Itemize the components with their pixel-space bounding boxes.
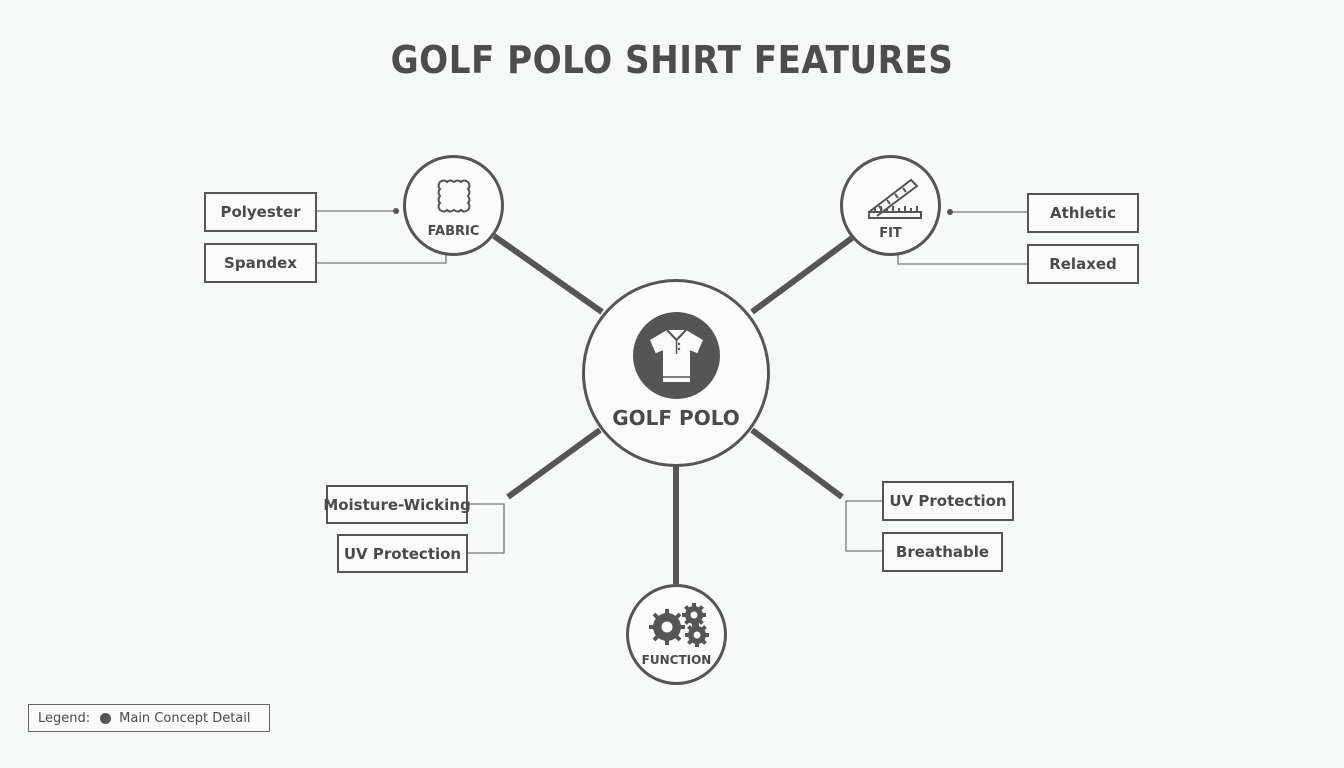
center-node: GOLF POLO [582,279,770,467]
connector-moisture [467,503,505,554]
spoke-fabric [492,233,604,315]
center-label: GOLF POLO [612,406,740,430]
detail-uv-protection-left: UV Protection [337,534,468,573]
spoke-fit [750,235,854,315]
spoke-function-left [506,427,602,500]
spoke-function-right [750,427,844,500]
legend-text: Main Concept Detail [119,710,251,726]
ruler-icon [868,178,922,219]
detail-breathable: Breathable [882,532,1003,572]
page-title: GOLF POLO SHIRT FEATURES [390,38,954,82]
function-node: FUNCTION [626,584,727,685]
detail-polyester: Polyester [204,192,317,232]
legend-dot-icon [100,712,112,724]
fit-label: FIT [879,226,902,241]
detail-uv-protection-right: UV Protection [882,481,1014,521]
detail-athletic: Athletic [1027,193,1139,233]
connector-uv-right [845,500,884,552]
legend: Legend: Main Concept Detail [28,704,270,732]
connector-dot [393,208,399,214]
fabric-label: FABRIC [427,224,480,239]
connector-spandex [316,252,447,264]
fabric-swatch-icon [437,179,471,213]
detail-relaxed: Relaxed [1027,244,1139,284]
connector-dot [947,209,953,215]
function-label: FUNCTION [641,653,712,667]
connector-relaxed [897,252,1027,265]
detail-moisture-wicking: Moisture-Wicking [323,485,471,524]
legend-prefix: Legend: [38,710,91,726]
gears-icon [649,603,709,647]
polo-shirt-icon [650,329,703,382]
polo-icon-badge [633,312,720,399]
fit-node: FIT [840,155,941,256]
detail-spandex: Spandex [204,243,317,283]
fabric-node: FABRIC [403,155,504,256]
